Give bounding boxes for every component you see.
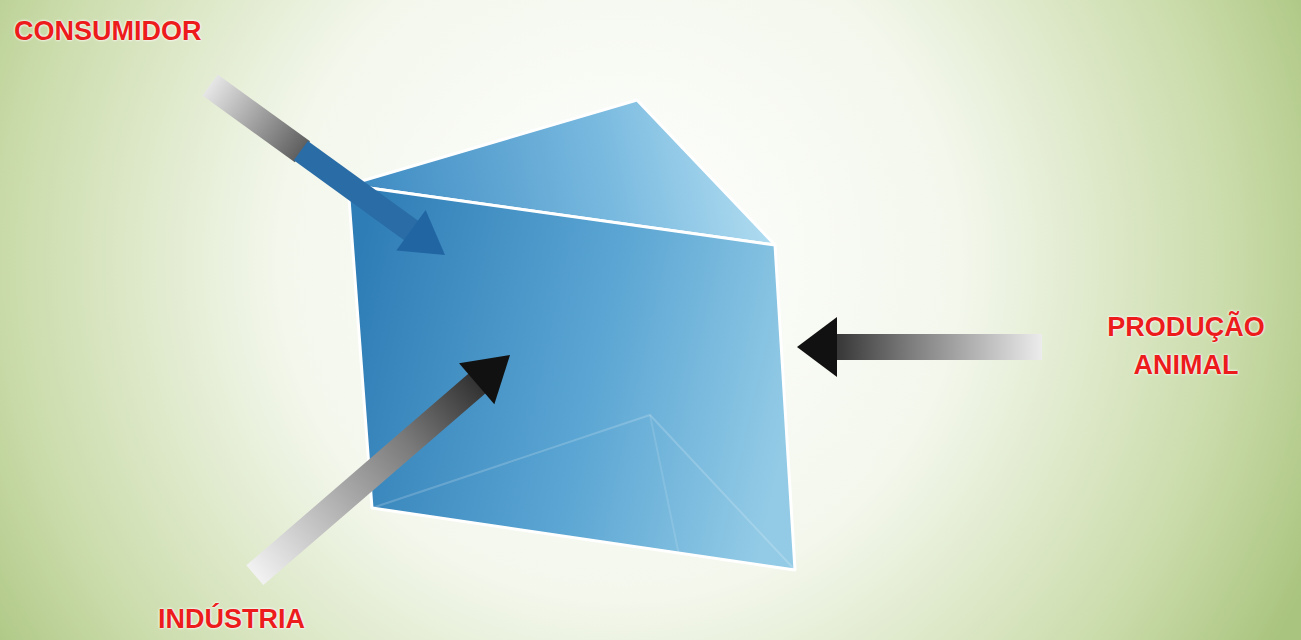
category-label: PRODUÇÃO ANIMAL bbox=[1080, 308, 1292, 384]
arrow-shaft bbox=[202, 74, 310, 162]
arrow-shaft bbox=[246, 371, 488, 585]
prism-hidden-edge bbox=[650, 415, 680, 560]
prism-hidden-edge bbox=[372, 415, 795, 570]
category-label: INDÚSTRIA bbox=[158, 600, 305, 638]
industry-arrow bbox=[237, 335, 527, 596]
arrow-shaft bbox=[835, 334, 1042, 360]
arrow-head bbox=[797, 317, 837, 377]
arrow-shaft bbox=[294, 141, 421, 243]
arrow-head bbox=[459, 335, 528, 405]
arrow-head bbox=[396, 210, 459, 275]
animal-production-arrow bbox=[797, 317, 1042, 377]
consumer-arrow bbox=[195, 65, 459, 276]
category-label: CONSUMIDOR bbox=[14, 12, 202, 50]
prism-front-face bbox=[348, 185, 795, 570]
